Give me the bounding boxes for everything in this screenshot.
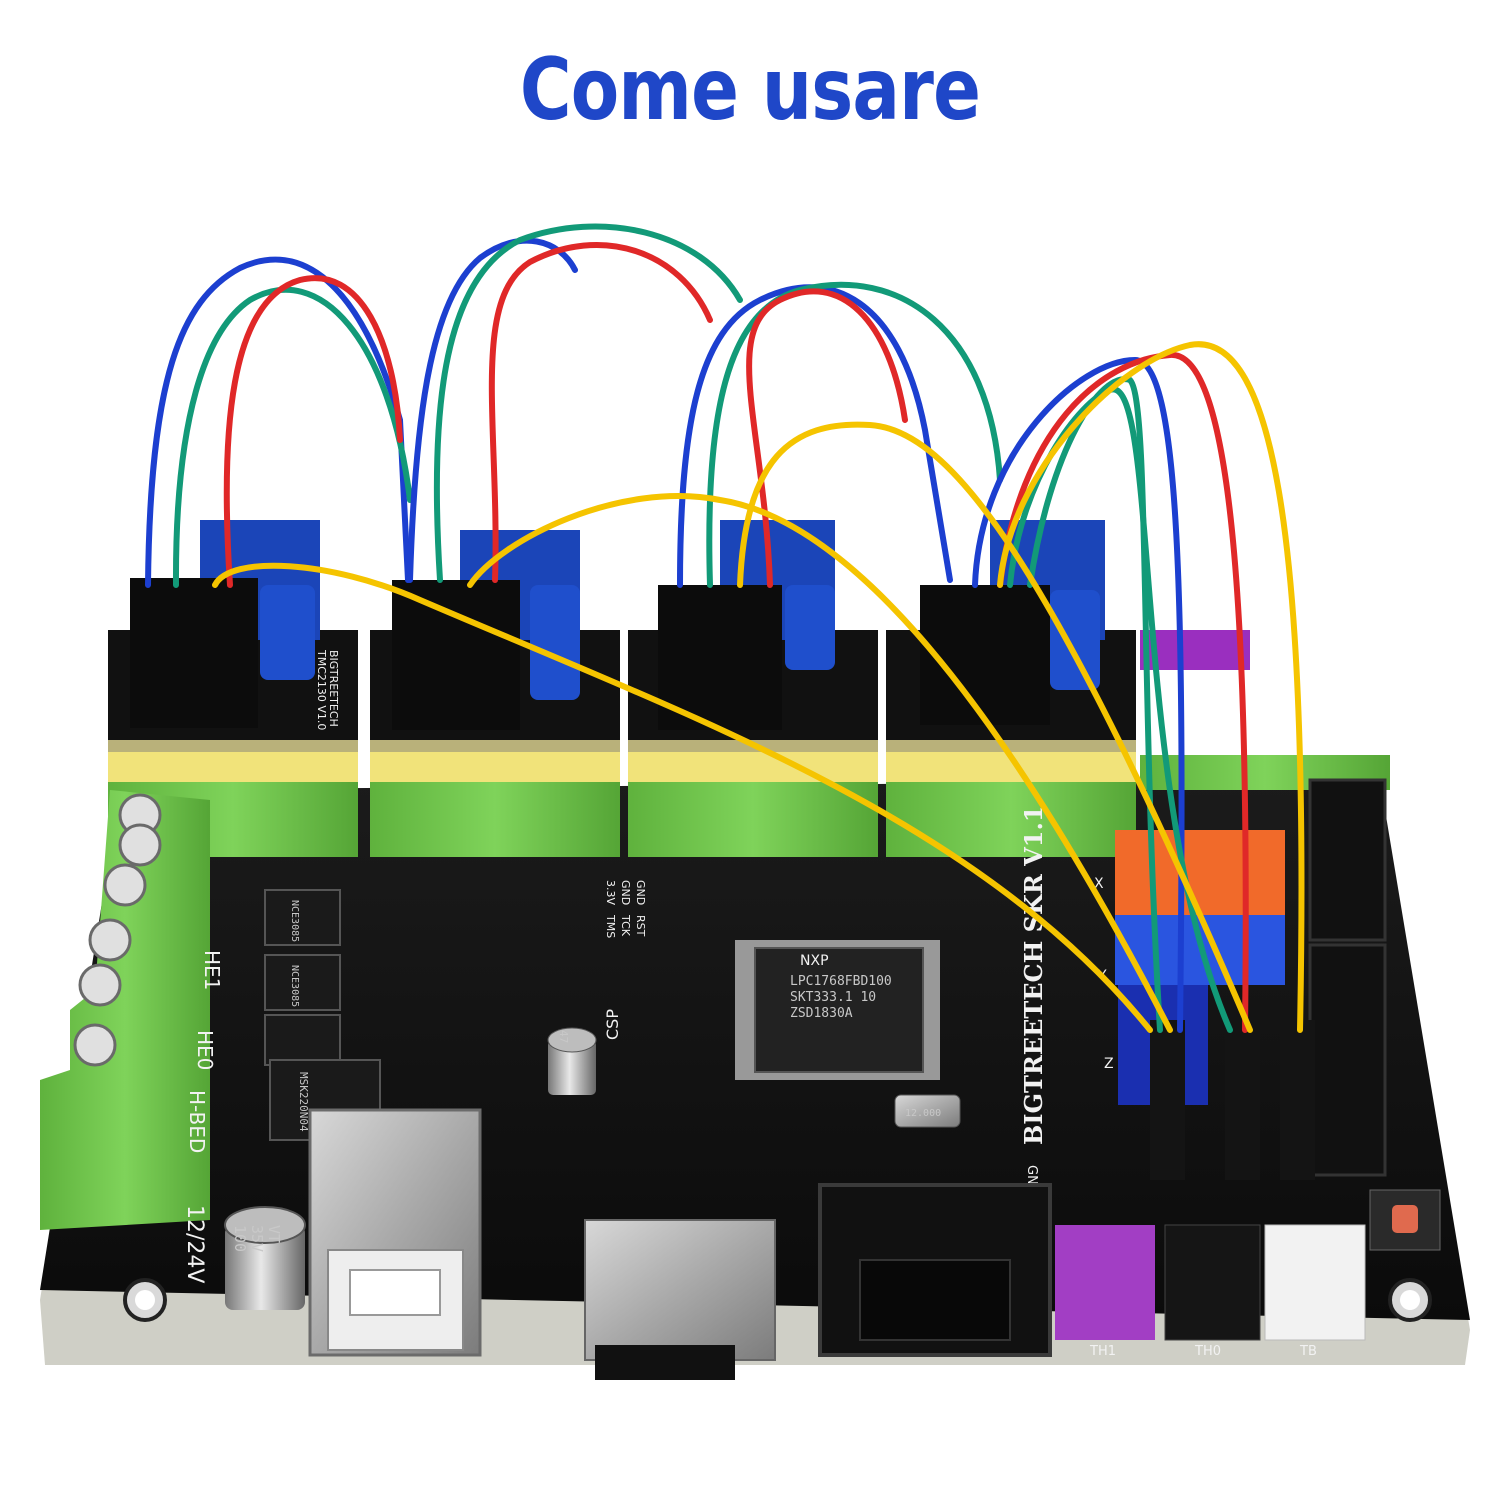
endstop-label-z: Z — [1104, 1056, 1114, 1072]
crystal — [894, 1094, 961, 1128]
exp-header-2 — [1308, 943, 1387, 1177]
main-capacitor — [224, 1206, 306, 1310]
th1-connector — [1055, 1225, 1155, 1340]
stepper-driver-2 — [370, 530, 620, 857]
power-label-voltage: 12/24V — [182, 1205, 207, 1283]
mosfet-label-1: NCE3085 — [289, 900, 300, 942]
th0-connector — [1164, 1224, 1261, 1341]
power-terminal-block — [40, 790, 210, 1230]
mcu-brand: NXP — [800, 953, 829, 969]
svg-text:RST: RST — [634, 915, 647, 937]
svg-text:TMS: TMS — [604, 914, 617, 938]
crystal-label: 12.000 — [905, 1108, 941, 1119]
mcu-line-1: LPC1768FBD100 — [790, 974, 892, 989]
board-brand: BIGTREETECH SKR V1.1 — [1019, 805, 1048, 1145]
page-title: Come usare — [519, 40, 981, 140]
stepper-driver-3 — [628, 520, 878, 857]
svg-text:3.3V: 3.3V — [604, 880, 617, 905]
exp-header-1 — [1308, 778, 1387, 942]
sd-card-slot — [584, 1219, 776, 1380]
svg-text:GND: GND — [634, 880, 647, 905]
regulator-label: MSK220N04 — [297, 1072, 310, 1132]
svg-text:TCK: TCK — [619, 914, 632, 937]
cap-series: VT — [265, 1225, 283, 1243]
driver-label-brand: BIGTREETECH — [327, 650, 340, 727]
svg-text:GND: GND — [619, 880, 632, 905]
small-capacitor — [547, 1027, 597, 1095]
mcu-line-3: ZSD1830A — [790, 1006, 853, 1021]
mosfet-label-2: NCE3085 — [289, 965, 300, 1007]
wires — [145, 223, 1305, 1033]
mcu-chip — [735, 940, 940, 1080]
endstop-label-x: X — [1094, 876, 1104, 892]
small-cap-value: 47 — [557, 1030, 570, 1043]
stepper-driver-1 — [108, 520, 358, 857]
debug-header-labels: 3.3V GND GND TMS TCK RST — [604, 880, 647, 938]
tb-label: TB — [1299, 1344, 1317, 1359]
power-label-hbed: H-BED — [185, 1090, 209, 1153]
th0-label: TH0 — [1194, 1344, 1221, 1359]
th1-label: TH1 — [1089, 1344, 1116, 1359]
driver-label-model: TMC2130 V1.0 — [315, 649, 328, 730]
cap-value: 100 — [231, 1225, 249, 1252]
cap-voltage: 35V — [248, 1225, 266, 1252]
usb-b-port — [308, 1108, 482, 1357]
mcu-line-2: SKT333.1 10 — [790, 990, 876, 1005]
power-label-he1: HE1 — [200, 950, 224, 990]
power-label-he0: HE0 — [193, 1030, 217, 1070]
tb-connector — [1264, 1224, 1366, 1341]
mosfet-group — [264, 889, 381, 1141]
csp-label: CSP — [603, 1009, 622, 1040]
